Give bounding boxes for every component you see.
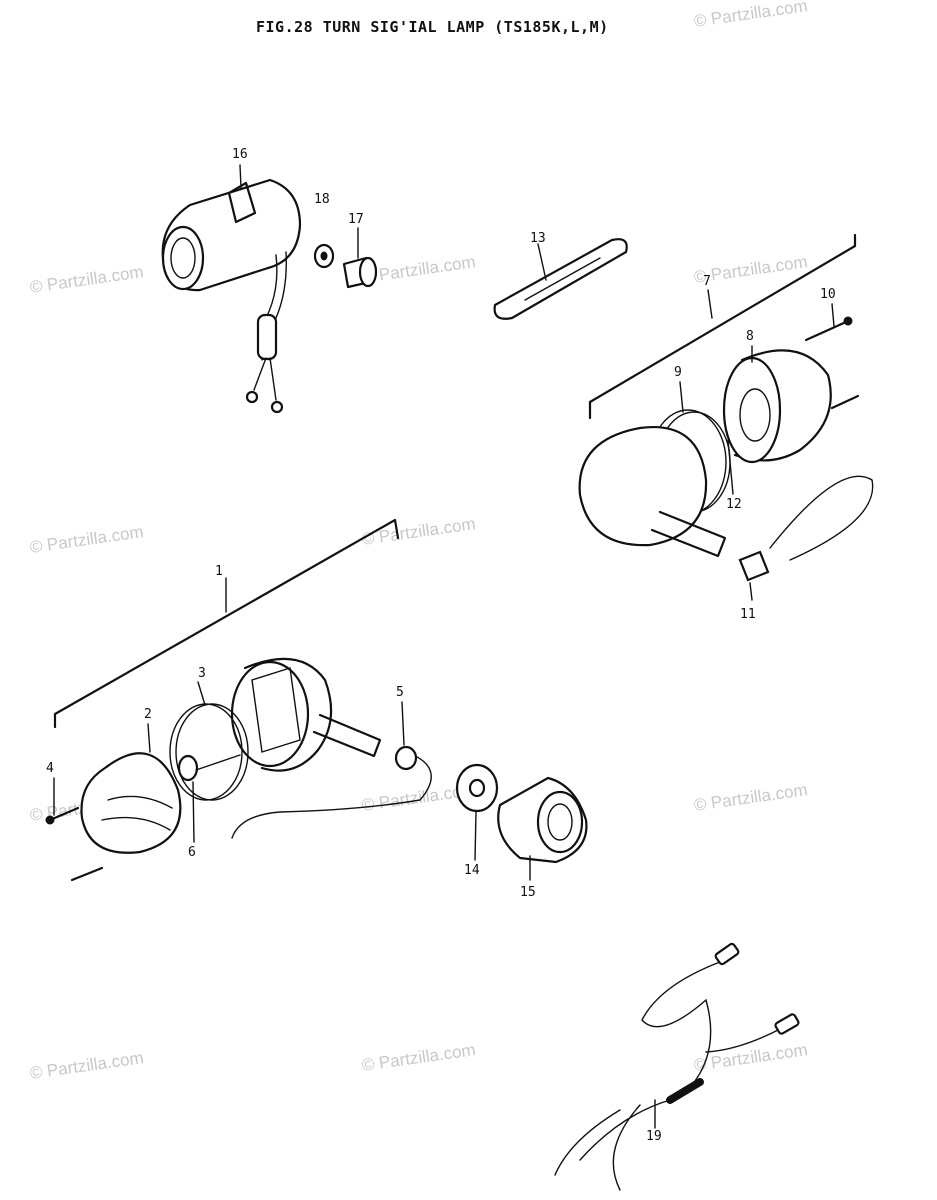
screw-part-17 [342,227,378,289]
callout-13: 13 [530,231,546,246]
callout-12: 12 [726,497,742,512]
callout-15: 15 [520,885,536,900]
callout-14: 14 [464,863,480,878]
callout-8: 8 [746,329,754,344]
page-title: FIG.28 TURN SIG'IAL LAMP (TS185K,L,M) [256,18,609,36]
wiring-harness-part-19 [554,942,800,1191]
callout-7: 7 [703,274,711,289]
callout-3: 3 [198,666,206,681]
callout-2: 2 [144,707,152,722]
washer-part-14 [455,763,499,813]
callout-6: 6 [188,845,196,860]
callout-19: 19 [646,1129,662,1144]
bulb-strip-part-13 [493,238,628,320]
callout-1: 1 [215,564,223,579]
washer-part-18 [313,243,335,269]
boot-cover-part-15 [497,776,588,864]
flasher-relay-part-16 [161,164,302,414]
turn-signal-assembly-left [45,518,432,882]
callout-9: 9 [674,365,682,380]
callout-16: 16 [232,147,248,162]
callout-5: 5 [396,685,404,700]
callout-10: 10 [820,287,836,302]
callout-18: 18 [314,192,330,207]
callout-11: 11 [740,607,756,622]
callout-17: 17 [348,212,364,227]
callout-4: 4 [46,761,54,776]
